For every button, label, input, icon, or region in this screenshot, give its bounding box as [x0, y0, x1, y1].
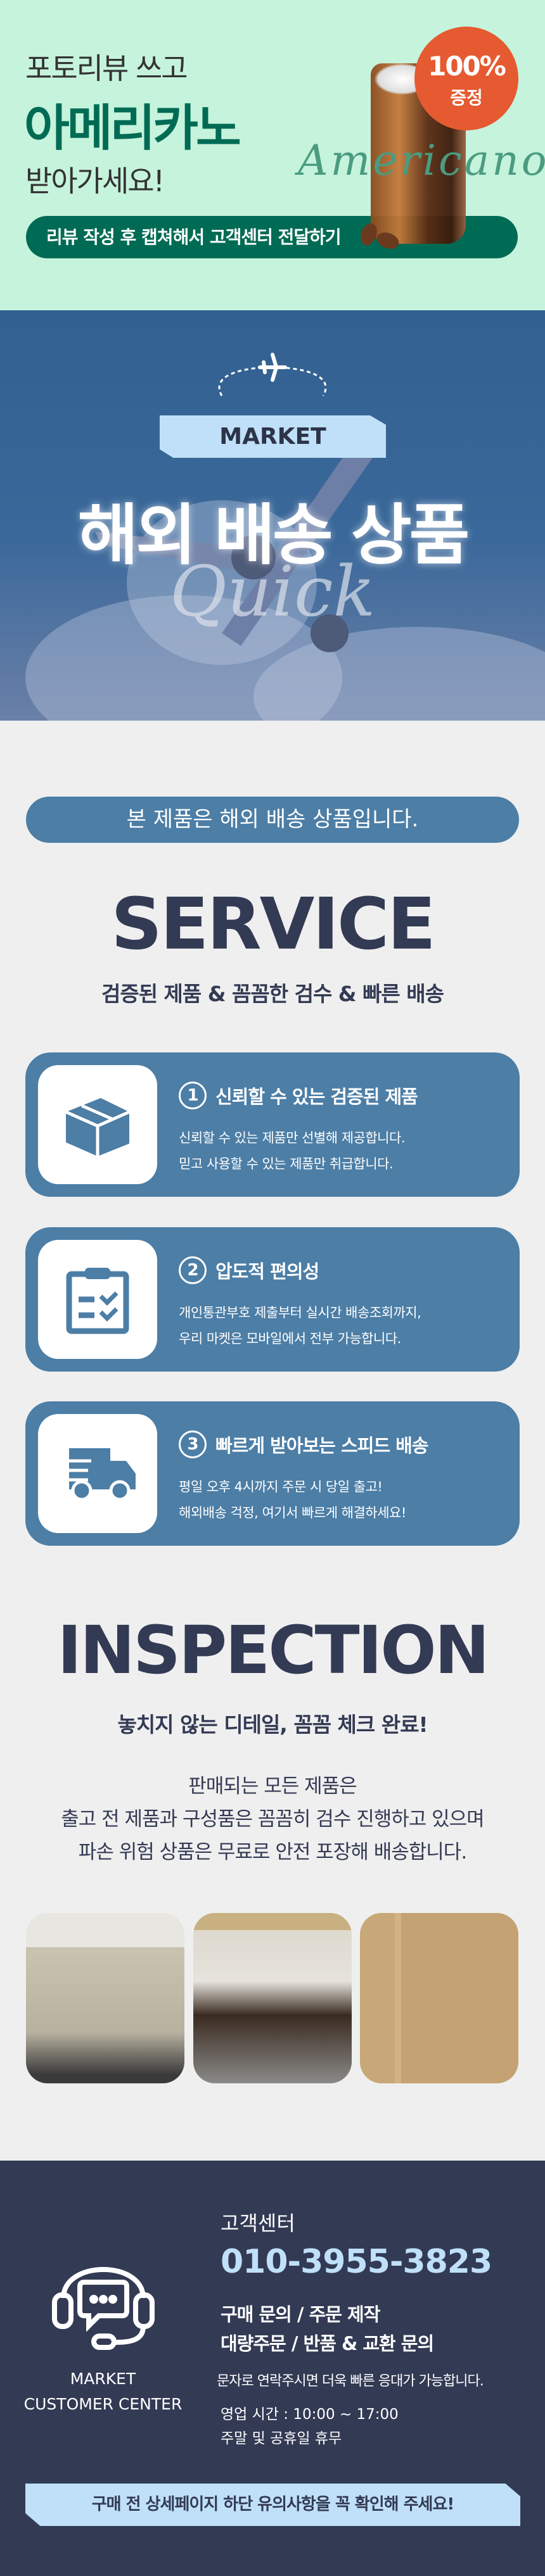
customer-center: MARKET CUSTOMER CENTER 고객센터 010-3955-382…: [0, 2161, 545, 2576]
airplane-image: [95, 426, 383, 652]
number-badge: 3: [179, 1430, 207, 1458]
sms-note: 문자로 연락주시면 더욱 빠른 응대가 가능합니다.: [217, 2373, 484, 2389]
service-subtitle: 검증된 제품 & 꼼꼼한 검수 & 빠른 배송: [101, 982, 444, 1006]
cs-title: 고객센터: [221, 2211, 295, 2235]
customer-center-label: MARKET CUSTOMER CENTER: [0, 2366, 206, 2417]
wrapped-sofa-photo: [193, 1913, 352, 2083]
body-line: 파손 위험 상품은 무료로 안전 포장해 배송합니다.: [78, 1841, 467, 1864]
badge-label: 증정: [450, 87, 483, 108]
market-tag: MARKET: [160, 415, 386, 458]
card-title: 압도적 편의성: [215, 1261, 319, 1282]
card-desc: 신뢰할 수 있는 제품만 선별해 제공합니다.: [179, 1130, 406, 1146]
card-desc: 믿고 사용할 수 있는 제품만 취급합니다.: [179, 1156, 394, 1171]
hours-line: 주말 및 공휴일 휴무: [221, 2430, 342, 2447]
badge-percent: 100%: [428, 51, 506, 82]
inquiry-topics: 구매 문의 / 주문 제작 대량주문 / 반품 & 교환 문의: [221, 2300, 434, 2358]
label-line: MARKET: [70, 2370, 136, 2388]
label-line: CUSTOMER CENTER: [23, 2395, 183, 2413]
box-icon: [38, 1065, 157, 1184]
card-desc: 평일 오후 4시까지 주문 시 당일 출고!: [179, 1479, 383, 1494]
card-desc: 해외배송 걱정, 여기서 빠르게 해결하세요!: [179, 1505, 406, 1520]
service-card: 1 신뢰할 수 있는 검증된 제품 신뢰할 수 있는 제품만 선별해 제공합니다.…: [25, 1052, 520, 1197]
overseas-hero: MARKET 해외 배송 상품 Quick: [0, 310, 545, 721]
hero-title: 해외 배송 상품: [77, 496, 470, 574]
inspection-subtitle: 놓치지 않는 디테일, 꼼꼼 체크 완료!: [117, 1712, 428, 1737]
card-desc: 우리 마켓은 모바일에서 전부 가능합니다.: [179, 1331, 401, 1346]
number-badge: 2: [179, 1256, 207, 1284]
overseas-notice-pill: 본 제품은 해외 배송 상품입니다.: [26, 797, 519, 843]
service-card: 2 압도적 편의성 개인통관부호 제출부터 실시간 배송조회까지, 우리 마켓은 모…: [25, 1227, 520, 1372]
clipboard-check-icon: [38, 1240, 157, 1359]
americano-script: Americano: [298, 136, 545, 185]
delivery-truck-icon: [38, 1414, 157, 1533]
topic-line: 대량주문 / 반품 & 교환 문의: [221, 2333, 434, 2354]
inspection-body: 판매되는 모든 제품은 출고 전 제품과 구성품은 꼼꼼히 검수 진행하고 있으…: [0, 1770, 545, 1869]
card-desc: 개인통관부호 제출부터 실시간 배송조회까지,: [179, 1305, 421, 1320]
phone-number[interactable]: 010-3955-3823: [221, 2243, 492, 2281]
promo-line3: 받아가세요!: [25, 164, 165, 198]
promo-line1: 포토리뷰 쓰고: [25, 51, 188, 85]
promo-banner: 포토리뷰 쓰고 아메리카노 받아가세요! Americano 100% 증정 리…: [0, 0, 545, 310]
plane-route-icon: [218, 353, 327, 396]
business-hours: 영업 시간 : 10:00 ~ 17:00 주말 및 공휴일 휴무: [221, 2402, 399, 2451]
hours-line: 영업 시간 : 10:00 ~ 17:00: [221, 2406, 399, 2423]
quick-script: Quick: [169, 551, 376, 632]
body-line: 판매되는 모든 제품은: [188, 1775, 357, 1798]
check-notice-bar: 구매 전 상세페이지 하단 유의사항을 꼭 확인해 주세요!: [25, 2484, 520, 2526]
wooden-crate-photo: [360, 1913, 518, 2083]
number-badge: 1: [179, 1082, 207, 1109]
cloud: [25, 595, 342, 721]
card-title: 빠르게 받아보는 스피드 배송: [215, 1435, 428, 1456]
card-title: 신뢰할 수 있는 검증된 제품: [215, 1086, 418, 1108]
headset-chat-icon: [52, 2267, 155, 2350]
inspection-heading: INSPECTION: [57, 1612, 489, 1689]
body-line: 출고 전 제품과 구성품은 꼼꼼히 검수 진행하고 있으며: [61, 1808, 484, 1831]
gift-badge: 100% 증정: [414, 27, 518, 130]
service-heading: SERVICE: [111, 883, 435, 966]
service-card: 3 빠르게 받아보는 스피드 배송 평일 오후 4시까지 주문 시 당일 출고! 해…: [25, 1401, 520, 1546]
promo-headline: 아메리카노: [24, 100, 241, 157]
packaged-item-photo: [26, 1913, 184, 2083]
topic-line: 구매 문의 / 주문 제작: [221, 2304, 380, 2325]
